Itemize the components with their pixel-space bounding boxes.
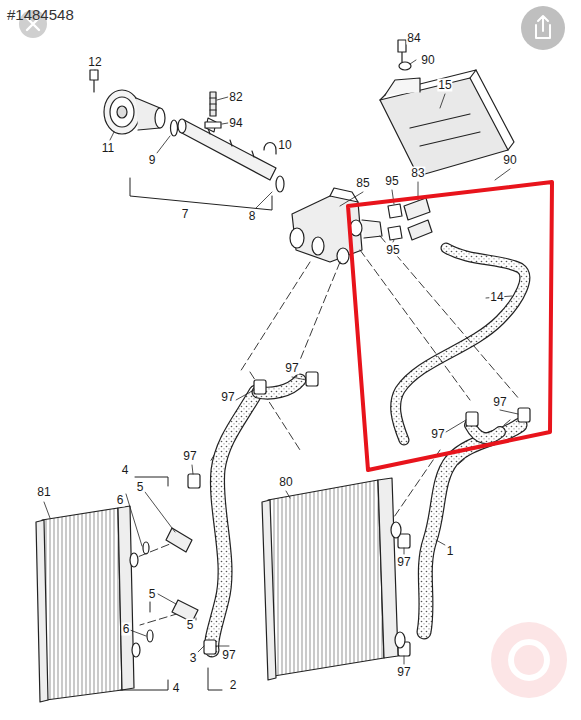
callout-number: 84 [406,32,421,45]
callout-number: 97 [220,391,235,404]
group-bracket [120,178,272,690]
callout-number: 97 [221,649,236,662]
callout-number: 97 [430,428,445,441]
callout-number: 9 [148,154,157,167]
hose-connector [166,528,192,552]
callout-number: 2 [229,679,238,692]
temperature-sender [210,92,216,116]
pump-pulley [104,90,165,134]
callout-number: 1 [446,545,455,558]
auxiliary-radiator [36,506,140,702]
share-icon [521,6,565,50]
callout-number: 14 [489,291,504,304]
highlight-frame [348,182,552,470]
callout-number: 97 [396,666,411,679]
o-ring [276,176,284,192]
callout-number: 15 [437,79,452,92]
callout-number: 97 [492,396,507,409]
callout-number: 5 [148,588,157,601]
watermark-text: #1484548 [6,8,75,21]
callout-number: 4 [121,464,130,477]
clip [205,122,221,128]
retaining-clip [264,143,276,155]
callout-number: 6 [116,494,125,507]
callout-number: 4 [172,682,181,695]
bleed-screw [398,40,406,62]
callout-number: 82 [228,91,243,104]
charge-air-cooler [380,70,514,176]
callout-number: 10 [277,139,292,152]
callout-number: 95 [385,244,400,257]
callout-number: 83 [410,167,425,180]
bolt [90,70,98,92]
callout-number: 95 [384,175,399,188]
radiator [262,478,405,680]
callout-number: 6 [122,623,131,636]
callout-number: 97 [396,556,411,569]
leader-line [44,60,518,664]
o-ring [171,120,178,136]
callout-number: 3 [189,652,198,665]
callout-number: 5 [136,481,145,494]
callout-number: 97 [182,450,197,463]
watermark-logo [491,622,567,698]
callout-number: 85 [355,177,370,190]
callout-number: 97 [284,362,299,375]
callout-number: 8 [248,210,257,223]
hose-clamp [388,204,402,218]
callout-number: 81 [36,486,51,499]
callout-number: 90 [502,154,517,167]
coolant-pipe [178,118,276,180]
callout-number: 11 [101,142,115,155]
hose-clamp [388,226,402,240]
callout-number: 5 [186,619,195,632]
hose [212,392,256,650]
o-ring [399,62,411,70]
hose-stub [404,198,430,220]
callout-number: 80 [278,476,293,489]
coolant-distributor-housing [290,188,382,264]
callout-number: 7 [181,208,190,221]
callout-number: 94 [228,117,243,130]
callout-number: 90 [420,54,435,67]
callout-number: 12 [87,56,102,69]
